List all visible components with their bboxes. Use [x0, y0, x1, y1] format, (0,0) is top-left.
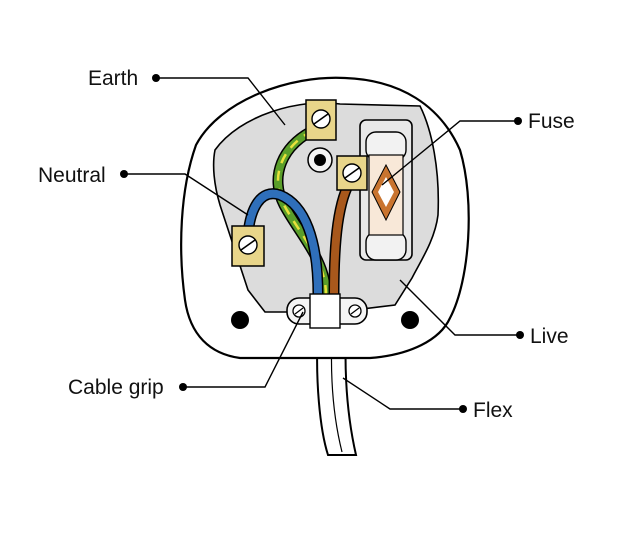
- right-pin-hole: [401, 311, 419, 329]
- fuse-label: Fuse: [528, 110, 575, 133]
- flex-label: Flex: [473, 399, 513, 422]
- live-terminal: [336, 155, 368, 191]
- leader-lines: [124, 77, 520, 410]
- cable-grip: [286, 293, 368, 329]
- cable-grip-label-dot: [179, 383, 187, 391]
- fuse: [359, 119, 413, 261]
- live-label-dot: [516, 331, 524, 339]
- neutral-label: Neutral: [38, 164, 106, 187]
- flex-label-dot: [459, 405, 467, 413]
- earth-label-dot: [152, 74, 160, 82]
- earth-label: Earth: [88, 67, 138, 90]
- neutral-label-dot: [120, 170, 128, 178]
- left-pin-hole: [231, 311, 249, 329]
- earth-terminal: [305, 99, 337, 141]
- cable-grip-label: Cable grip: [68, 376, 164, 399]
- fuse-label-dot: [514, 117, 522, 125]
- live-label: Live: [530, 325, 569, 348]
- neutral-terminal: [231, 225, 265, 267]
